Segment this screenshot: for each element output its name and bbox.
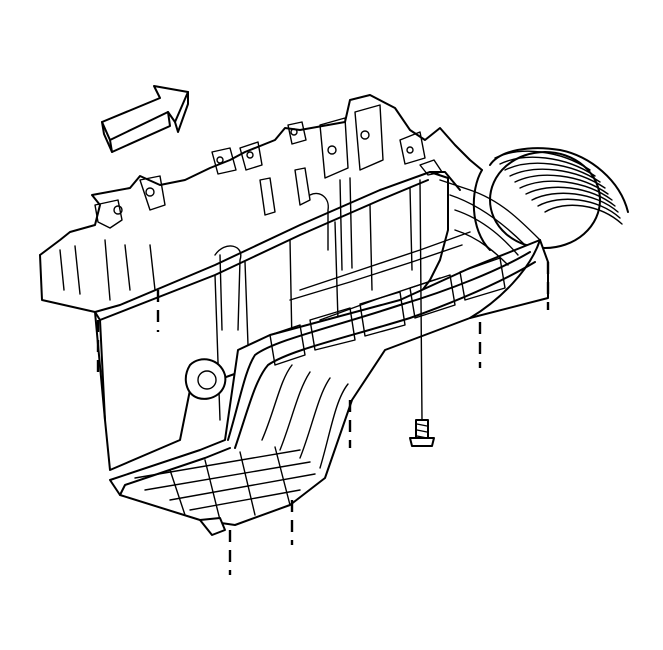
direction-arrow-icon bbox=[101, 85, 189, 153]
oil-pan bbox=[94, 171, 461, 471]
bolt bbox=[409, 179, 435, 447]
crankshaft-balancer bbox=[472, 147, 629, 251]
fastener-locator-lines bbox=[96, 262, 550, 575]
oil-pan-shield bbox=[109, 159, 549, 536]
engine-block bbox=[39, 94, 483, 313]
